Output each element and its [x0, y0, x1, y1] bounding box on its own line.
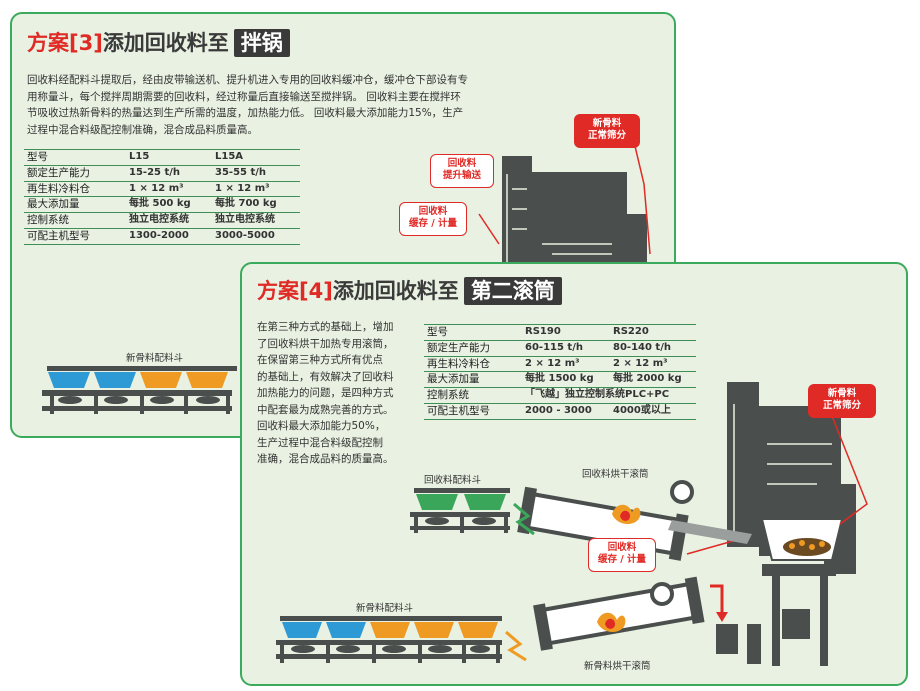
scheme-3-card: 方案[3]添加回收料至拌锅 回收料经配料斗提取后，经由皮带输送机、提升机进入专用… — [10, 12, 676, 438]
scheme-4-plant-illustration — [276, 382, 868, 666]
callout-rap-lift: 回收料提升输送 — [430, 154, 494, 188]
scheme-4-title-highlight: 第二滚筒 — [463, 277, 562, 305]
callout-new-aggregate-screen: 新骨料正常筛分 — [808, 384, 876, 418]
scheme-4-card: 方案[4]添加回收料至第二滚筒 在第三种方式的基础上，增加 了回收料烘干加热专用… — [240, 262, 908, 686]
label-rap-dryer: 回收料烘干滚筒 — [582, 469, 649, 480]
callout-rap-buffer: 回收料缓存 / 计量 — [588, 538, 656, 572]
table-row: 控制系统「飞越」独立控制系统PLC+PC — [424, 387, 696, 404]
scheme-4-description: 在第三种方式的基础上，增加 了回收料烘干加热专用滚筒， 在保留第三种方式所有优点… — [257, 321, 394, 465]
scheme-3-title: 方案[3]添加回收料至拌锅 — [27, 28, 290, 58]
label-new-aggregate-feeder: 新骨料配料斗 — [356, 603, 414, 614]
label-new-aggregate-feeder: 新骨料配料斗 — [126, 353, 184, 364]
scheme-3-description: 回收料经配料斗提取后，经由皮带输送机、提升机进入专用的回收料缓冲仓，缓冲仓下部设… — [27, 74, 468, 136]
callout-new-aggregate-screen: 新骨料正常筛分 — [574, 114, 640, 148]
label-rap-feeder: 回收料配料斗 — [424, 475, 482, 486]
scheme-3-title-highlight: 拌锅 — [233, 29, 290, 57]
table-row: 控制系统独立电控系统独立电控系统 — [24, 212, 300, 229]
callout-rap-buffer: 回收料缓存 / 计量 — [399, 202, 467, 236]
scheme-4-title: 方案[4]添加回收料至第二滚筒 — [257, 276, 562, 306]
scheme-3-plant-illustration — [42, 141, 651, 414]
label-new-aggregate-dryer: 新骨料烘干滚筒 — [584, 661, 651, 672]
